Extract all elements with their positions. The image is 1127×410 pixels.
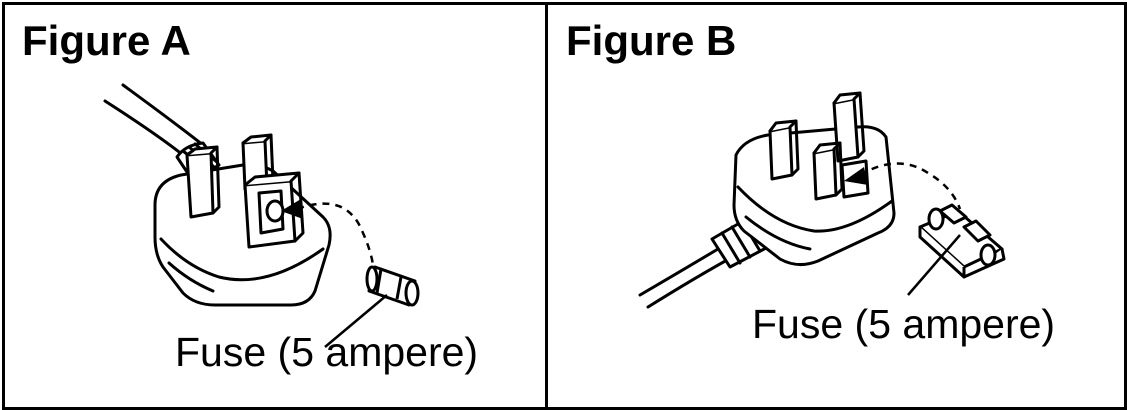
fuse-a: [367, 267, 418, 305]
pin-b-left: [770, 127, 792, 179]
figure-a-caption: Fuse (5 ampere): [175, 329, 479, 375]
pin-b-right: [814, 149, 836, 199]
cable-b-lower: [640, 243, 728, 295]
leader-line-b: [908, 235, 960, 295]
arrow-head-a: [281, 199, 303, 219]
fuse-carrier-b: [920, 205, 1004, 277]
panel-divider: [545, 5, 548, 407]
figure-b-caption: Fuse (5 ampere): [752, 301, 1056, 347]
arrow-head-b: [844, 167, 868, 185]
cable-a-lower: [123, 85, 203, 145]
plug-a-illustration: [5, 5, 545, 407]
cable-a-upper: [105, 101, 183, 155]
plug-a-edge: [161, 239, 323, 280]
figure-b-title: Figure B: [566, 17, 737, 64]
plug-a-body: [155, 165, 330, 305]
plug-b-edge: [738, 187, 892, 231]
leader-line-a: [325, 295, 387, 347]
panel-figure-b: Figure B: [548, 5, 1124, 407]
insertion-arrow-a: [297, 204, 373, 265]
insertion-arrow-b: [860, 163, 960, 209]
panel-figure-a: Figure A: [5, 5, 545, 407]
pin-b-earth: [834, 99, 858, 161]
figure-a-title: Figure A: [22, 17, 191, 64]
pin-a-left: [187, 153, 213, 217]
plug-b-illustration: [548, 5, 1124, 407]
